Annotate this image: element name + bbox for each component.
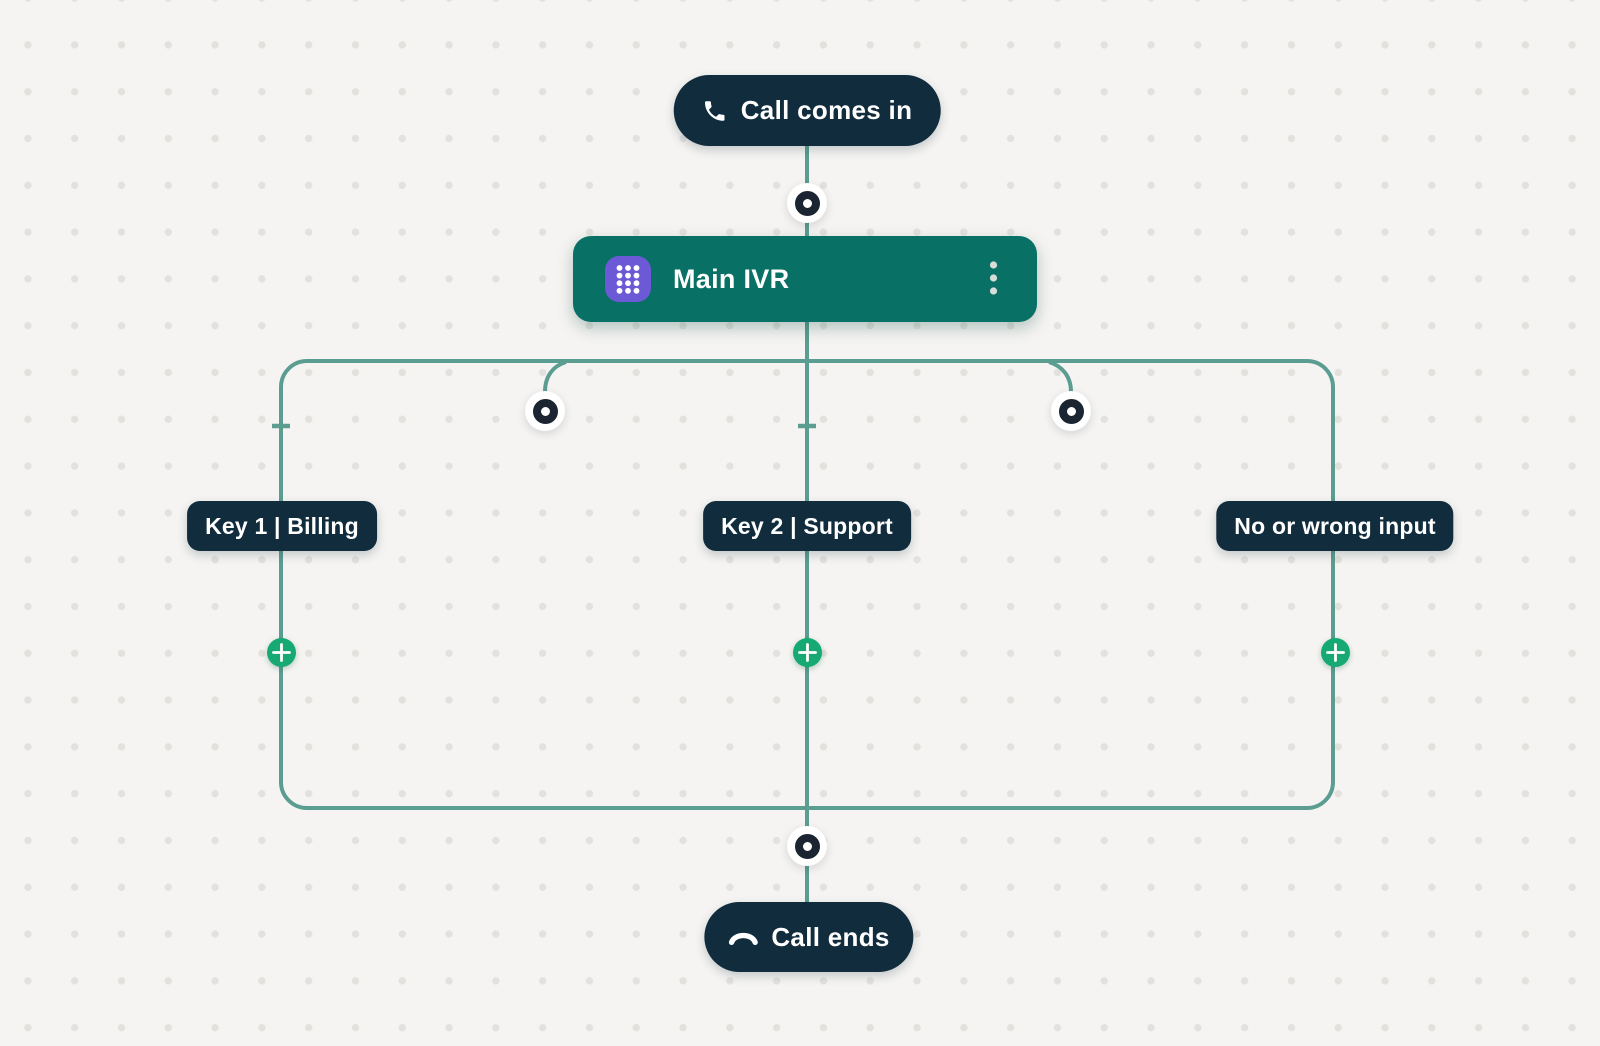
connector-dot-icon bbox=[1058, 398, 1084, 424]
kebab-icon bbox=[989, 261, 997, 295]
branch-label: No or wrong input bbox=[1234, 512, 1436, 539]
add-step-button-left[interactable] bbox=[266, 637, 296, 667]
node-label: Call ends bbox=[771, 921, 890, 952]
connection-handle-branch-left[interactable] bbox=[525, 391, 565, 431]
connector-dot-icon bbox=[794, 190, 820, 216]
connection-handle-branch-right[interactable] bbox=[1051, 391, 1091, 431]
add-step-button-right[interactable] bbox=[1320, 637, 1350, 667]
connector-dot-icon bbox=[794, 833, 820, 859]
wire-stub-left bbox=[543, 360, 567, 393]
node-call-comes-in[interactable]: Call comes in bbox=[673, 75, 941, 146]
wire-stub-right bbox=[1048, 360, 1073, 393]
branch-label: Key 2 | Support bbox=[721, 512, 893, 539]
connection-handle-bottom[interactable] bbox=[787, 826, 827, 866]
connection-handle-top[interactable] bbox=[787, 183, 827, 223]
plus-icon bbox=[1325, 642, 1345, 662]
branch-label: Key 1 | Billing bbox=[205, 512, 359, 539]
kebab-menu-button[interactable] bbox=[975, 251, 1011, 307]
node-call-ends[interactable]: Call ends bbox=[704, 902, 914, 972]
plus-icon bbox=[271, 642, 291, 662]
phone-hangup-icon bbox=[728, 932, 758, 945]
connector-dot-icon bbox=[532, 398, 558, 424]
node-main-ivr[interactable]: Main IVR bbox=[573, 236, 1037, 322]
phone-icon bbox=[704, 100, 725, 121]
dialpad-icon bbox=[605, 256, 651, 302]
plus-icon bbox=[797, 642, 817, 662]
wire-branch-loop bbox=[279, 359, 1335, 810]
branch-no-or-wrong-input[interactable]: No or wrong input bbox=[1216, 501, 1454, 551]
node-label: Main IVR bbox=[673, 263, 790, 294]
branch-key-1-billing[interactable]: Key 1 | Billing bbox=[187, 501, 377, 551]
add-step-button-center[interactable] bbox=[792, 637, 822, 667]
branch-key-2-support[interactable]: Key 2 | Support bbox=[703, 501, 911, 551]
node-label: Call comes in bbox=[740, 95, 913, 125]
